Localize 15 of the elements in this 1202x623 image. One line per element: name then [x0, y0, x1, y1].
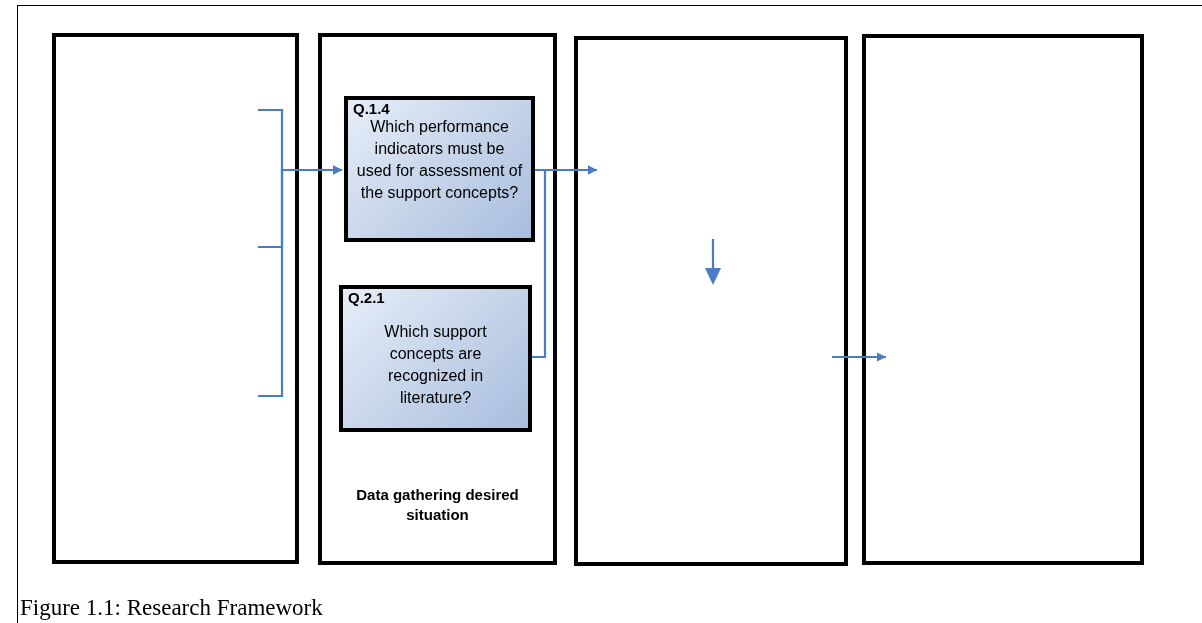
arrow	[532, 165, 597, 359]
column-box	[318, 33, 557, 565]
column-box	[862, 34, 1144, 565]
question-number: Q.1.4	[353, 100, 390, 117]
question-text: Which support concepts are recognized in literature?	[383, 322, 488, 408]
arrow	[258, 165, 342, 398]
arrow	[832, 352, 886, 362]
question-box	[339, 285, 532, 432]
column-box	[574, 36, 848, 566]
column-box	[52, 33, 299, 564]
question-number: Q.2.1	[348, 289, 385, 306]
question-text: Which performance indicators must be used for assessment of the support concepts?	[356, 117, 523, 203]
question-box	[344, 96, 535, 242]
column-label: Data gathering desired situation	[355, 485, 520, 525]
caption: Figure 1.1: Research Framework	[20, 595, 323, 621]
